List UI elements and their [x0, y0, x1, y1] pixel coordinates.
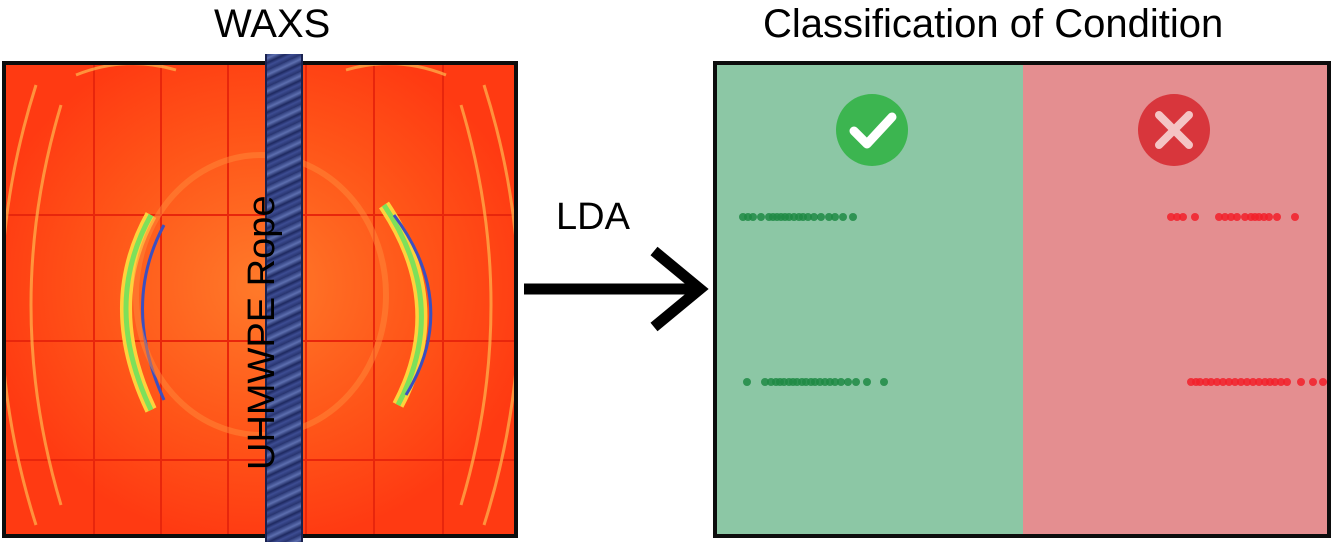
data-point — [810, 213, 818, 221]
detector-grid — [6, 65, 514, 534]
data-point — [1167, 213, 1175, 221]
lda-plot — [739, 94, 1327, 386]
data-point — [1249, 378, 1257, 386]
data-point — [1173, 213, 1181, 221]
data-point — [1233, 213, 1241, 221]
check-circle-icon — [836, 94, 908, 166]
data-point — [1297, 378, 1305, 386]
bad-points-row-1 — [1167, 213, 1299, 221]
data-point — [1283, 378, 1291, 386]
outer-rings — [6, 65, 514, 526]
data-point — [839, 213, 847, 221]
data-point — [1191, 213, 1199, 221]
data-point — [1291, 213, 1299, 221]
data-point — [863, 378, 871, 386]
classification-title: Classification of Condition — [763, 2, 1224, 46]
data-point — [1219, 378, 1227, 386]
data-point — [1277, 378, 1285, 386]
data-point — [831, 213, 839, 221]
data-point — [1319, 378, 1327, 386]
data-point — [852, 378, 860, 386]
lda-label: LDA — [556, 196, 630, 238]
data-point — [804, 213, 812, 221]
x-circle-icon — [1138, 94, 1210, 166]
data-point — [1241, 213, 1249, 221]
data-point — [1265, 213, 1273, 221]
data-point — [1215, 213, 1223, 221]
waxs-diffraction-image — [2, 61, 518, 538]
good-points-row-2 — [743, 378, 888, 386]
uhmwpe-rope-sample — [265, 54, 303, 542]
data-point — [844, 378, 852, 386]
data-point — [757, 213, 765, 221]
right-arcs — [379, 201, 433, 408]
data-point — [880, 378, 888, 386]
data-point — [825, 213, 833, 221]
data-point — [1271, 378, 1279, 386]
data-point — [1225, 378, 1233, 386]
data-point — [1196, 378, 1204, 386]
data-point — [1221, 213, 1229, 221]
rope-label: UHMWPE Rope — [241, 195, 283, 471]
data-point — [743, 378, 751, 386]
data-point — [1213, 378, 1221, 386]
waxs-title: WAXS — [214, 2, 331, 46]
data-point — [1243, 378, 1251, 386]
data-point — [837, 378, 845, 386]
data-point — [1179, 213, 1187, 221]
data-point — [1207, 378, 1215, 386]
good-points-row-1 — [739, 213, 857, 221]
classification-panel — [713, 61, 1331, 538]
data-point — [1227, 213, 1235, 221]
halo-ring — [133, 152, 389, 438]
data-point — [1273, 213, 1281, 221]
diffraction-pattern — [6, 65, 514, 534]
arrow-icon — [524, 246, 709, 332]
data-point — [831, 378, 839, 386]
data-point — [1237, 378, 1245, 386]
bad-points-row-2 — [1187, 378, 1327, 386]
data-point — [1231, 378, 1239, 386]
data-point — [1255, 378, 1263, 386]
data-point — [749, 213, 757, 221]
data-point — [817, 213, 825, 221]
data-point — [849, 213, 857, 221]
data-point — [1309, 378, 1317, 386]
left-arcs — [120, 212, 166, 413]
data-point — [761, 378, 769, 386]
